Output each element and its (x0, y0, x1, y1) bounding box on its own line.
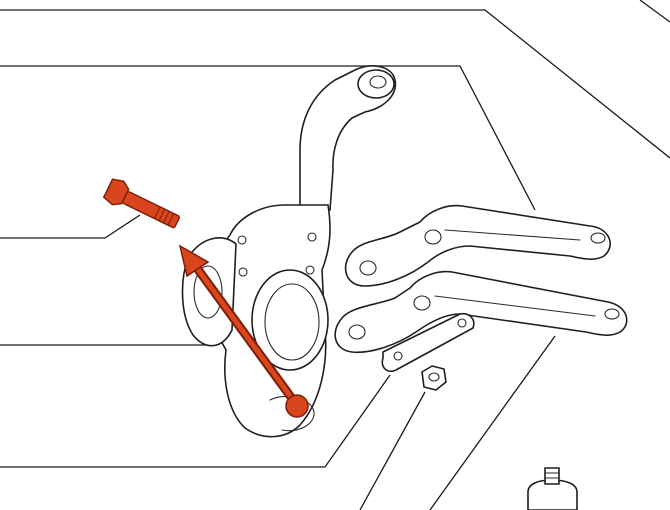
lock-nut-bore (428, 372, 440, 382)
bolt-thread-1 (154, 206, 161, 219)
bolt-head (102, 178, 130, 206)
ball-joint-stud (527, 467, 578, 510)
lower-arm-eye-2 (413, 295, 431, 311)
knuckle-flange-bore (193, 265, 223, 319)
lock-plate (381, 312, 475, 373)
upper-arm-eye-2 (424, 229, 442, 245)
upper-arm-eye-1 (359, 260, 377, 276)
bolt-thread-4 (167, 213, 175, 226)
bolt-thread-3 (163, 211, 170, 224)
insertion-arrow (178, 244, 309, 418)
lock-nut (421, 365, 447, 391)
knuckle-bolt-hole-2 (238, 267, 248, 277)
arrow-shaft-core (191, 261, 299, 407)
leader-line-steering-arm (0, 65, 536, 211)
knuckle-bolt-hole-3 (307, 232, 317, 242)
upper-steering-arm (344, 204, 611, 287)
upper-arm-outline (344, 204, 611, 287)
knuckle-bolt (102, 178, 180, 229)
arrow-head (178, 244, 210, 278)
upper-arm-eye-3 (590, 232, 606, 244)
leader-line-top-corner (639, 0, 670, 23)
knuckle-bearing-bore (264, 283, 320, 361)
leader-line-lower-arm (429, 335, 556, 510)
leader-line-bolt (0, 214, 141, 239)
leader-line-nut (359, 391, 426, 510)
lower-arm-eye-1 (348, 324, 366, 340)
lower-arm-eye-3 (604, 308, 620, 320)
lock-nut-hex (421, 365, 447, 391)
lock-plate-hole-2 (457, 318, 467, 328)
knuckle-bolt-hole-1 (237, 235, 247, 245)
lower-arm-outline (334, 270, 628, 354)
arrow-origin-dot (285, 394, 309, 418)
bolt-thread-2 (158, 208, 166, 221)
knuckle-top-boss (357, 69, 395, 99)
knuckle-top-boss-hole (369, 75, 387, 89)
leader-line-top-outer (0, 9, 670, 159)
ball-joint-thread (544, 467, 560, 485)
knuckle-bolt-hole-4 (305, 265, 315, 275)
lower-arm-web (434, 295, 596, 317)
lock-plate-outline (381, 312, 475, 373)
lower-steering-arm (334, 270, 628, 354)
knuckle-upper-arm (299, 65, 397, 216)
leader-line-lower-frame (0, 374, 391, 468)
leader-line-knuckle (0, 334, 226, 346)
lock-plate-hole-1 (393, 351, 403, 361)
upper-arm-web (444, 229, 581, 241)
bolt-shank (122, 191, 180, 229)
